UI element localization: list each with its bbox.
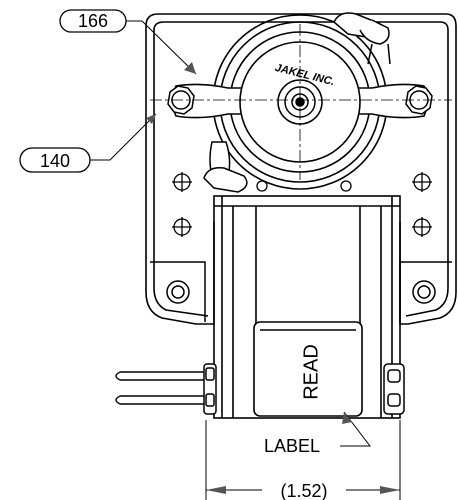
- label-text: LABEL: [264, 436, 320, 456]
- callout-166: 166: [59, 9, 197, 75]
- coil-bobbin: [253, 206, 363, 417]
- callout-140-text: 140: [40, 151, 70, 171]
- label-callout: LABEL: [264, 411, 372, 456]
- lower-right-ear: [399, 261, 452, 322]
- callout-166-text: 166: [78, 11, 108, 31]
- callout-140-arrowhead: [146, 114, 156, 124]
- dimension-text: (1.52): [280, 481, 327, 500]
- callout-140: 140: [19, 113, 157, 173]
- terminal-block-left: [203, 363, 217, 415]
- callout-166-arrowhead: [184, 62, 196, 74]
- stator-laminations: [213, 195, 401, 419]
- terminal-block-right: [383, 363, 405, 415]
- center-lines: [150, 24, 452, 180]
- lead-clips: [203, 12, 391, 193]
- mounting-bracket: [145, 13, 457, 325]
- lower-left-ear: [150, 261, 206, 322]
- label-arrowhead: [342, 412, 352, 424]
- read-label: READ: [300, 344, 322, 400]
- lead-wires: [115, 371, 206, 405]
- bracket-holes: [172, 172, 432, 237]
- dimension-1-52: [205, 420, 401, 500]
